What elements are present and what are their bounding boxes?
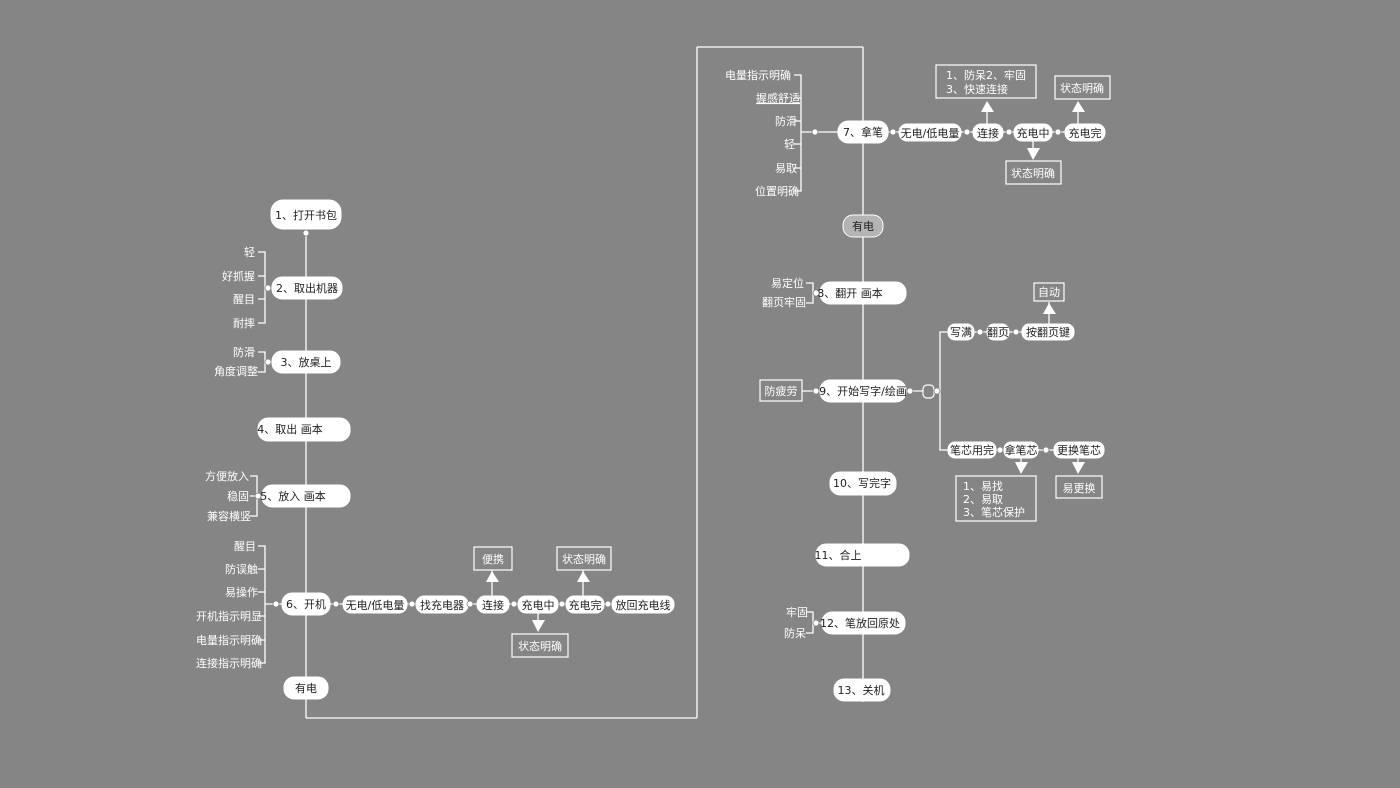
pen-status-bottom-box: 状态明确 bbox=[1011, 166, 1055, 180]
turn-page-node: 翻页 bbox=[987, 325, 1009, 339]
s6-label: 连接指示明确 bbox=[196, 656, 262, 670]
easy-replace-box: 易更换 bbox=[1063, 481, 1096, 495]
left-charging-node: 充电中 bbox=[522, 598, 555, 612]
pen-label: 防滑 bbox=[775, 114, 797, 128]
pen-status-top-box: 状态明确 bbox=[1060, 81, 1104, 95]
left-connect-node: 连接 bbox=[482, 599, 504, 612]
pen-label: 易取 bbox=[775, 162, 797, 175]
arrow-up-icon bbox=[577, 571, 590, 582]
anti-fatigue-box: 防疲劳 bbox=[765, 384, 798, 398]
writing-branches: 易定位 翻页牢固 防疲劳 写满 翻页 按翻页键 自动 笔芯用完 拿笔芯 更换笔芯… bbox=[759, 276, 1105, 640]
pen-label: 电量指示明确 bbox=[725, 68, 791, 82]
s6-label: 醒目 bbox=[234, 540, 256, 553]
left-charge-flow: 无电/低电量 找充电器 连接 充电中 充电完 放回充电线 便携 状态明确 状态明… bbox=[342, 546, 675, 658]
step-11-node: 11、合上 bbox=[815, 548, 862, 562]
page-full-node: 写满 bbox=[950, 326, 972, 339]
step-8-node: 8、翻开 画本 bbox=[817, 286, 883, 300]
s6-label: 易操作 bbox=[225, 585, 258, 599]
take-refill-node: 拿笔芯 bbox=[1005, 443, 1038, 457]
s5-label: 稳固 bbox=[227, 489, 249, 503]
step-10-node: 10、写完字 bbox=[833, 476, 891, 490]
branch-junction bbox=[922, 384, 935, 399]
s2-label: 耐摔 bbox=[233, 316, 255, 330]
step-7-node: 7、拿笔 bbox=[843, 125, 883, 139]
step-1-node: 1、打开书包 bbox=[275, 208, 337, 222]
s6-label: 开机指示明显 bbox=[196, 609, 262, 623]
step-6-node: 6、开机 bbox=[286, 597, 326, 611]
s2-label: 醒目 bbox=[233, 293, 255, 306]
s5-label: 方便放入 bbox=[205, 469, 249, 483]
step-13-node: 13、关机 bbox=[838, 683, 885, 697]
s2-label: 好抓握 bbox=[222, 269, 255, 283]
arrow-up-icon bbox=[486, 571, 499, 582]
arrow-down-icon bbox=[1015, 462, 1028, 474]
pen-charged-node: 充电完 bbox=[1069, 126, 1102, 140]
step-3-node: 3、放桌上 bbox=[281, 355, 332, 369]
pen-label: 轻 bbox=[784, 137, 795, 151]
pen-connect-note-line-1: 1、防呆2、牢固 bbox=[946, 68, 1026, 82]
s2-label: 轻 bbox=[244, 245, 255, 259]
s5-label: 兼容横竖 bbox=[207, 509, 251, 523]
s3-label: 防滑 bbox=[233, 345, 255, 359]
arrow-up-icon bbox=[1072, 101, 1085, 112]
pen-connect-node: 连接 bbox=[977, 127, 999, 140]
pen-low-battery-node: 无电/低电量 bbox=[901, 127, 960, 140]
refill-note-line: 3、笔芯保护 bbox=[963, 505, 1025, 519]
junction-dots bbox=[254, 128, 1062, 627]
step-2-node: 2、取出机器 bbox=[276, 281, 338, 295]
s6-label: 防误触 bbox=[225, 562, 258, 576]
power-on-node-left: 有电 bbox=[295, 681, 317, 695]
left-find-charger-node: 找充电器 bbox=[420, 598, 464, 612]
s12-label: 防呆 bbox=[784, 626, 806, 640]
pen-label: 位置明确 bbox=[755, 184, 799, 198]
s12-label: 牢固 bbox=[786, 605, 808, 619]
arrow-down-icon bbox=[1027, 148, 1040, 160]
arrow-down-icon bbox=[1072, 462, 1085, 474]
step-9-node: 9、开始写字/绘画 bbox=[819, 384, 907, 398]
pen-charging-node: 充电中 bbox=[1017, 126, 1050, 140]
arrow-down-icon bbox=[532, 620, 545, 632]
left-return-cable-node: 放回充电线 bbox=[616, 598, 671, 612]
press-page-key-node: 按翻页键 bbox=[1026, 325, 1070, 339]
step-5-node: 5、放入 画本 bbox=[260, 489, 326, 503]
refill-note-line: 2、易取 bbox=[963, 493, 1003, 506]
main-steps: 1、打开书包 2、取出机器 3、放桌上 4、取出 画本 5、放入 画本 6、开机… bbox=[257, 120, 910, 702]
s8-label: 易定位 bbox=[771, 276, 804, 290]
power-on-node-right: 有电 bbox=[852, 219, 874, 233]
left-charged-node: 充电完 bbox=[569, 598, 602, 612]
left-status-top-box: 状态明确 bbox=[562, 552, 606, 566]
pen-label: 握感舒适 bbox=[756, 91, 800, 105]
arrow-up-icon bbox=[1043, 303, 1056, 314]
left-portable-box: 便携 bbox=[482, 552, 504, 566]
refill-used-node: 笔芯用完 bbox=[950, 443, 994, 457]
left-attribute-labels: 轻 好抓握 醒目 耐摔 防滑 角度调整 方便放入 稳固 兼容横竖 醒目 防误触 … bbox=[196, 245, 262, 670]
pen-connect-note-line-2: 3、快速连接 bbox=[946, 83, 1008, 96]
auto-box: 自动 bbox=[1038, 286, 1060, 299]
s3-label: 角度调整 bbox=[214, 364, 258, 378]
left-low-battery-node: 无电/低电量 bbox=[346, 599, 405, 612]
step-12-node: 12、笔放回原处 bbox=[820, 616, 900, 630]
refill-note-line: 1、易找 bbox=[963, 479, 1003, 493]
step-4-node: 4、取出 画本 bbox=[257, 422, 323, 436]
s8-label: 翻页牢固 bbox=[762, 295, 806, 309]
connector-lines bbox=[250, 46, 1104, 719]
s6-label: 电量指示明确 bbox=[196, 633, 262, 647]
replace-refill-node: 更换笔芯 bbox=[1057, 443, 1101, 457]
arrow-up-icon bbox=[981, 101, 994, 112]
pen-flow: 电量指示明确 握感舒适 防滑 轻 易取 位置明确 无电/低电量 连接 充电中 充… bbox=[725, 64, 1111, 198]
left-status-bottom-box: 状态明确 bbox=[518, 639, 562, 653]
